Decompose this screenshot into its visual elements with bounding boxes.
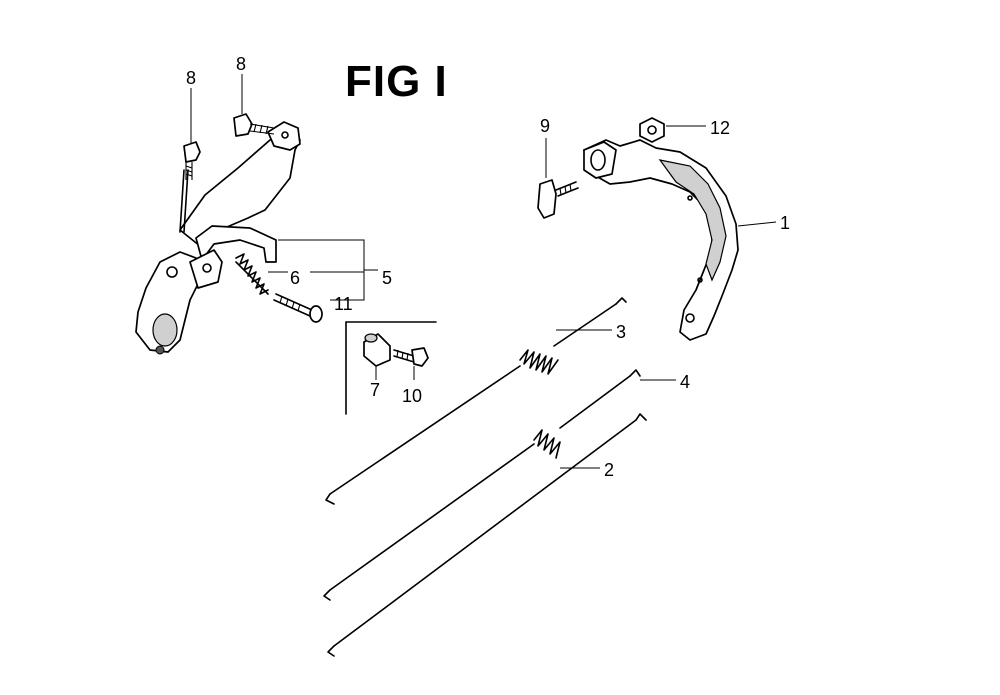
spring-6 <box>235 253 269 295</box>
callout-8b: 8 <box>236 54 246 74</box>
callout-8a: 8 <box>186 68 196 88</box>
callout-6: 6 <box>290 268 300 288</box>
control-bracket <box>135 121 301 355</box>
bolt-8-vertical <box>183 141 201 180</box>
figure-title: FIG I <box>345 57 448 106</box>
pin-9 <box>537 138 579 219</box>
callout-3: 3 <box>616 322 626 342</box>
rod-4 <box>323 369 676 601</box>
callout-11: 11 <box>334 294 353 314</box>
callout-1: 1 <box>780 213 790 233</box>
screw-11 <box>273 293 323 323</box>
rod-2 <box>327 413 647 657</box>
callout-5: 5 <box>382 268 392 288</box>
governor-arm-bracket <box>583 139 739 341</box>
callout-10: 10 <box>402 386 422 406</box>
inset-box <box>345 321 437 415</box>
rod-3 <box>325 297 627 505</box>
callout-labels: 8 8 6 5 11 7 10 9 12 1 3 4 2 <box>186 54 790 480</box>
callout-9: 9 <box>540 116 550 136</box>
nut-12 <box>639 117 706 143</box>
callout-4: 4 <box>680 372 690 392</box>
callout-7: 7 <box>370 380 380 400</box>
callout-12: 12 <box>710 118 730 138</box>
bolt-8-horizontal <box>233 113 275 137</box>
callout-2: 2 <box>604 460 614 480</box>
